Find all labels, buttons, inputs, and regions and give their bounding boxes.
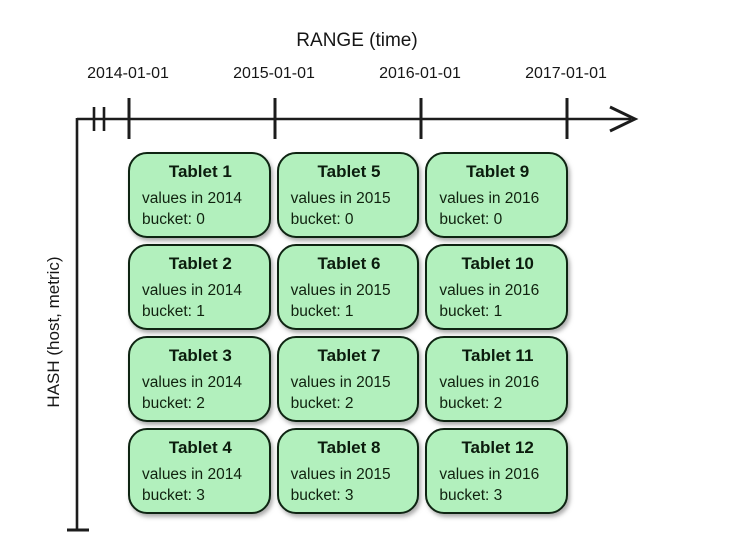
tablet-bucket-line: bucket: 3 xyxy=(439,487,503,504)
tablet-title: Tablet 3 xyxy=(168,346,232,365)
tablet-bucket-line: bucket: 3 xyxy=(142,487,205,504)
tablet-card: Tablet 3 values in 2014 bucket: 2 xyxy=(128,336,271,422)
tablet-title: Tablet 6 xyxy=(317,254,381,273)
x-axis-tick-label: 2017-01-01 xyxy=(525,65,607,82)
tablet-details: values in 2015 bucket: 3 xyxy=(291,464,408,506)
tablet-values-line: values in 2016 xyxy=(439,282,540,299)
tablet-values-line: values in 2015 xyxy=(290,190,391,207)
tablet-values-line: values in 2014 xyxy=(142,466,242,483)
tablet-bucket-line: bucket: 1 xyxy=(290,303,354,320)
tablet-card: Tablet 5 values in 2015 bucket: 0 xyxy=(276,152,420,238)
x-axis-tick-label: 2015-01-01 xyxy=(233,65,315,82)
tablet-card: Tablet 11 values in 2016 bucket: 2 xyxy=(425,336,568,422)
tablet-details: values in 2016 bucket: 0 xyxy=(439,188,556,230)
tablet-bucket-line: bucket: 0 xyxy=(290,211,354,228)
x-axis-tick-label: 2016-01-01 xyxy=(379,65,461,82)
x-axis-arrowhead-icon xyxy=(609,105,639,133)
tablet-details: values in 2014 bucket: 3 xyxy=(142,464,259,506)
tablet-details: values in 2015 bucket: 1 xyxy=(291,280,408,322)
tablet-card: Tablet 10 values in 2016 bucket: 1 xyxy=(425,244,568,330)
tablet-bucket-line: bucket: 2 xyxy=(142,395,205,412)
tablet-card: Tablet 8 values in 2015 bucket: 3 xyxy=(276,428,420,514)
tablet-title: Tablet 7 xyxy=(317,346,381,365)
tablet-values-line: values in 2016 xyxy=(439,466,540,483)
tablet-title: Tablet 4 xyxy=(168,438,232,457)
tablet-card: Tablet 2 values in 2014 bucket: 1 xyxy=(128,244,271,330)
tablet-card: Tablet 6 values in 2015 bucket: 1 xyxy=(276,244,420,330)
tablet-title: Tablet 5 xyxy=(317,162,381,181)
tablet-title: Tablet 2 xyxy=(168,254,232,273)
tablet-values-line: values in 2014 xyxy=(142,190,242,207)
y-axis-title: HASH (host, metric) xyxy=(44,256,63,408)
tablet-details: values in 2015 bucket: 2 xyxy=(291,372,408,414)
tablet-values-line: values in 2015 xyxy=(290,374,391,391)
tablet-title: Tablet 11 xyxy=(461,346,534,365)
tablet-title: Tablet 12 xyxy=(461,438,534,457)
tablet-values-line: values in 2016 xyxy=(439,190,540,207)
tablet-details: values in 2016 bucket: 2 xyxy=(439,372,556,414)
tablet-details: values in 2016 bucket: 1 xyxy=(439,280,556,322)
tablet-values-line: values in 2016 xyxy=(439,374,540,391)
tablet-card: Tablet 1 values in 2014 bucket: 0 xyxy=(128,152,271,238)
tablet-values-line: values in 2014 xyxy=(142,374,242,391)
tablet-title: Tablet 8 xyxy=(317,438,381,457)
tablet-grid: Tablet 1 values in 2014 bucket: 0 Tablet… xyxy=(128,152,568,514)
tablet-card: Tablet 12 values in 2016 bucket: 3 xyxy=(425,428,568,514)
tablet-bucket-line: bucket: 3 xyxy=(290,487,354,504)
tablet-title: Tablet 10 xyxy=(461,254,534,273)
tablet-title: Tablet 9 xyxy=(466,162,530,181)
tablet-bucket-line: bucket: 2 xyxy=(439,395,503,412)
tablet-values-line: values in 2015 xyxy=(290,466,391,483)
tablet-details: values in 2016 bucket: 3 xyxy=(439,464,556,506)
tablet-card: Tablet 7 values in 2015 bucket: 2 xyxy=(276,336,420,422)
tablet-bucket-line: bucket: 0 xyxy=(439,211,503,228)
tablet-bucket-line: bucket: 0 xyxy=(142,211,205,228)
tablet-title: Tablet 1 xyxy=(168,162,232,181)
tablet-card: Tablet 4 values in 2014 bucket: 3 xyxy=(128,428,271,514)
x-axis-tick-label: 2014-01-01 xyxy=(87,65,169,82)
tablet-details: values in 2014 bucket: 2 xyxy=(142,372,259,414)
tablet-details: values in 2015 bucket: 0 xyxy=(291,188,408,230)
tablet-values-line: values in 2015 xyxy=(290,282,391,299)
x-axis-title: RANGE (time) xyxy=(296,30,418,51)
tablet-details: values in 2014 bucket: 0 xyxy=(142,188,259,230)
tablet-bucket-line: bucket: 1 xyxy=(439,303,503,320)
tablet-details: values in 2014 bucket: 1 xyxy=(142,280,259,322)
tablet-bucket-line: bucket: 1 xyxy=(142,303,205,320)
tablet-values-line: values in 2014 xyxy=(142,282,242,299)
tablet-bucket-line: bucket: 2 xyxy=(290,395,354,412)
tablet-card: Tablet 9 values in 2016 bucket: 0 xyxy=(425,152,568,238)
